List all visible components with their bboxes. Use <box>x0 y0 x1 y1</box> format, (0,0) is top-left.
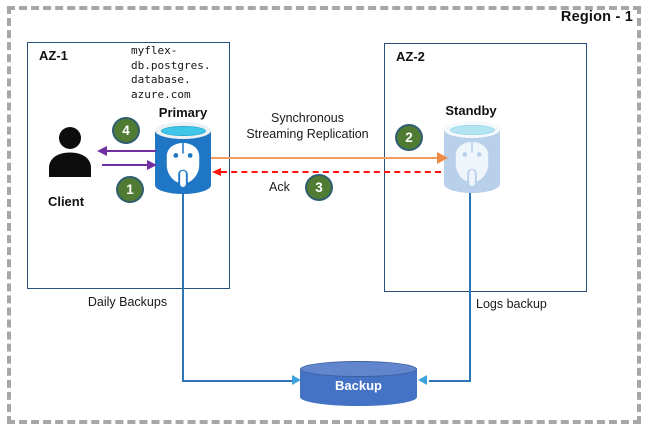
postgres-elephant-icon <box>166 143 200 187</box>
standby-backup-connector-horizontal <box>429 379 471 382</box>
replication-arrowhead-icon <box>437 152 448 164</box>
backup-label: Backup <box>335 378 382 393</box>
step-badge-1: 1 <box>116 176 144 203</box>
step-badge-4: 4 <box>112 117 140 144</box>
cylinder-opening <box>160 125 206 136</box>
primary-hostname: myflex- db.postgres. database. azure.com <box>131 44 211 101</box>
primary-backup-connector-vertical <box>182 192 184 381</box>
client-to-primary-arrow <box>102 164 147 167</box>
ack-arrow <box>221 171 441 174</box>
client-label: Client <box>47 194 85 209</box>
postgres-elephant-icon <box>455 142 489 186</box>
primary-label: Primary <box>158 105 208 120</box>
primary-backup-arrowhead-icon <box>292 375 301 385</box>
cylinder-top <box>300 361 417 377</box>
az1-label: AZ-1 <box>39 48 68 63</box>
region-label: Region - 1 <box>560 9 633 25</box>
az2-label: AZ-2 <box>396 49 425 64</box>
person-icon <box>46 126 94 178</box>
region-boundary <box>7 6 641 424</box>
primary-database-cylinder-icon <box>155 122 211 194</box>
az2-box: AZ-2 <box>384 43 587 292</box>
standby-label: Standby <box>445 103 497 118</box>
primary-to-client-arrowhead-icon <box>97 145 107 156</box>
step-badge-2: 2 <box>395 124 423 151</box>
logs-backup-label: Logs backup <box>476 297 547 311</box>
primary-backup-connector-horizontal <box>182 379 292 382</box>
daily-backups-label: Daily Backups <box>87 295 168 309</box>
standby-backup-arrowhead-icon <box>418 375 427 385</box>
standby-backup-connector-vertical <box>469 189 471 381</box>
cylinder-opening <box>449 124 495 135</box>
ack-label: Ack <box>269 180 290 194</box>
ack-arrowhead-icon <box>212 167 221 176</box>
replication-label: Synchronous Streaming Replication <box>246 111 369 141</box>
az1-box: AZ-1 <box>27 42 230 289</box>
client-to-primary-arrowhead-icon <box>147 159 157 170</box>
replication-arrow <box>211 157 437 160</box>
standby-database-cylinder-icon <box>444 121 500 193</box>
backup-cylinder-icon: Backup <box>300 361 417 407</box>
primary-to-client-arrow <box>106 150 156 153</box>
step-badge-3: 3 <box>305 174 333 201</box>
